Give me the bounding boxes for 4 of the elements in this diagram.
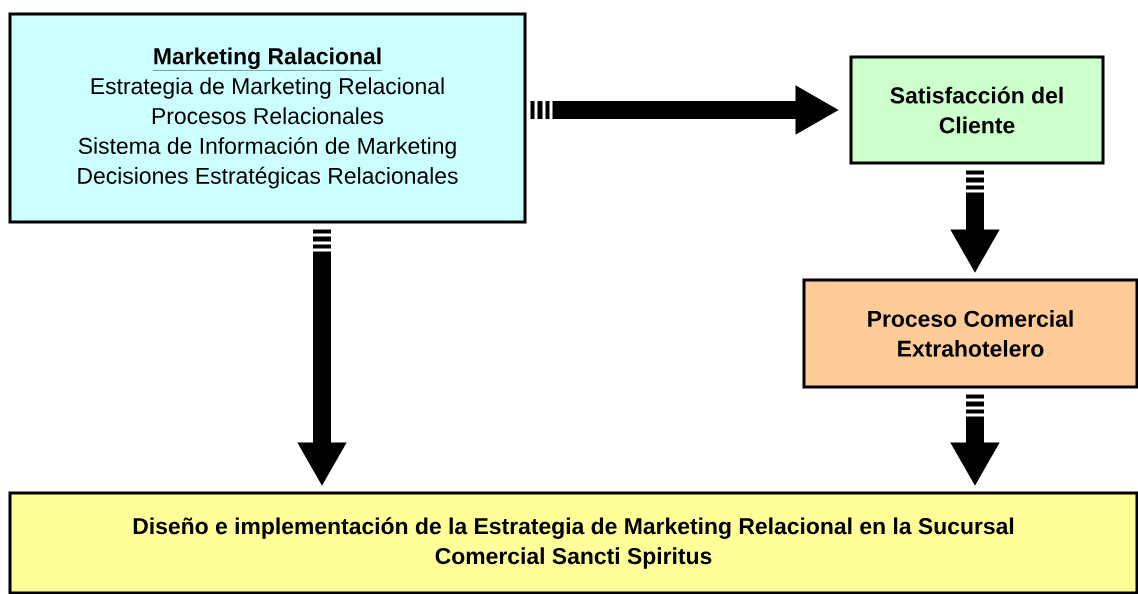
text-box: Marketing Ralacional Estrategia de Marketing Relacional Procesos Relacionales Sistema de Información de Marketing Decisiones Estratégicas Relacionales [8, 12, 527, 224]
text-box: Satisfacción del Cliente [849, 55, 1105, 165]
text-box: Proceso Comercial Extrahotelero [802, 278, 1138, 389]
text-box: Diseño e implementación de la Estrategia de Marketing Relacional en la Sucursal Comercial Sancti Spiritus [8, 491, 1138, 594]
